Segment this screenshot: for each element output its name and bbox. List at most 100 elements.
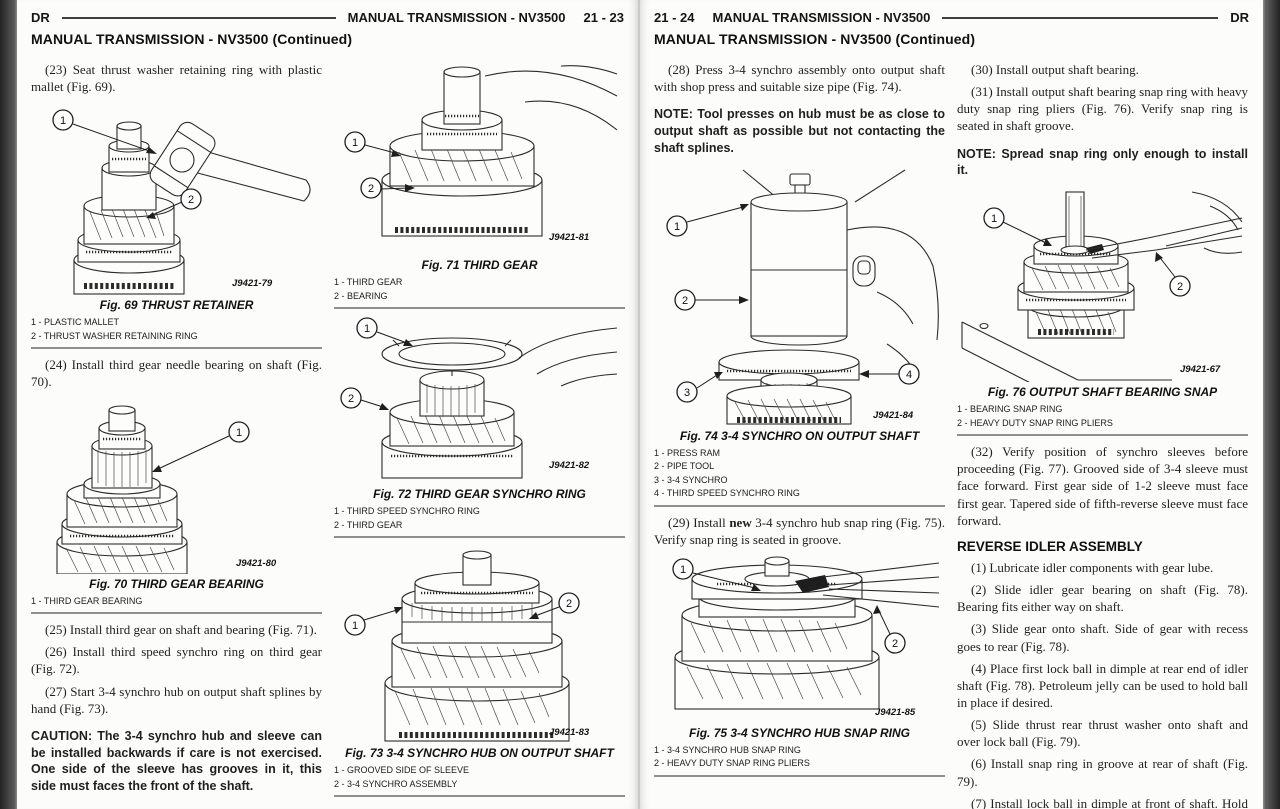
figure-legend: 1 - BEARING SNAP RING 2 - HEAVY DUTY SNA… bbox=[957, 403, 1248, 437]
idler-step-3: (3) Slide gear onto shaft. Side of gear … bbox=[957, 621, 1248, 654]
step-32: (32) Verify position of synchro sleeves … bbox=[957, 444, 1248, 528]
svg-text:1: 1 bbox=[680, 564, 686, 576]
right-page-column-2: (30) Install output shaft bearing. (31) … bbox=[957, 56, 1248, 809]
svg-text:2: 2 bbox=[566, 598, 572, 610]
page-number: 21 - 24 bbox=[654, 10, 695, 25]
svg-text:1: 1 bbox=[364, 323, 370, 335]
pliers-handles bbox=[1085, 217, 1243, 259]
step-31: (31) Install output shaft bearing snap r… bbox=[957, 84, 1248, 134]
svg-text:2: 2 bbox=[1177, 281, 1183, 293]
idler-step-2: (2) Slide idler gear bearing on shaft (F… bbox=[957, 582, 1248, 615]
svg-text:1: 1 bbox=[991, 213, 997, 225]
figure-caption: Fig. 73 3-4 SYNCHRO HUB ON OUTPUT SHAFT bbox=[345, 746, 614, 760]
legend-line: 3 - 3-4 SYNCHRO bbox=[654, 474, 728, 485]
svg-text:1: 1 bbox=[352, 137, 358, 149]
idler-step-5: (5) Slide thrust rear thrust washer onto… bbox=[957, 717, 1248, 750]
figure-code: J9421-84 bbox=[873, 410, 914, 421]
callout-1: 1 bbox=[52, 109, 157, 155]
left-page-column-2: 1 2 J9421-81 Fig. 71 THIRD GEAR 1 - THIR… bbox=[334, 56, 625, 806]
legend-line: 1 - PRESS RAM bbox=[654, 447, 721, 458]
fig69-illustration: 1 2 J9421-79 bbox=[52, 109, 311, 295]
reverse-idler-heading: REVERSE IDLER ASSEMBLY bbox=[957, 538, 1143, 554]
legend-line: 1 - 3-4 SYNCHRO HUB SNAP RING bbox=[654, 744, 801, 755]
note-text: NOTE: Tool presses on hub must be as clo… bbox=[654, 107, 945, 155]
legend-line: 2 - BEARING bbox=[334, 290, 388, 301]
svg-text:2: 2 bbox=[892, 638, 898, 650]
figure-75: 1 2 J9421-85 Fig. 75 3-4 SYNCHRO HUB SNA… bbox=[654, 553, 945, 777]
callout-2: 2 bbox=[674, 288, 749, 311]
fig70-illustration: 1 J9421-80 bbox=[56, 405, 277, 574]
page-header: DR MANUAL TRANSMISSION - NV3500 21 - 23 bbox=[31, 10, 624, 25]
legend-line: 2 - THIRD GEAR bbox=[334, 519, 403, 530]
legend-line: 1 - THIRD GEAR bbox=[334, 277, 403, 287]
callout-2: 2 bbox=[873, 604, 906, 654]
figure-code: J9421-80 bbox=[236, 558, 277, 569]
figure-legend: 1 - 3-4 SYNCHRO HUB SNAP RING 2 - HEAVY … bbox=[654, 744, 945, 777]
section-heading: MANUAL TRANSMISSION - NV3500 (Continued) bbox=[31, 31, 353, 47]
mallet-handle bbox=[189, 147, 311, 202]
figure-legend: 1 - THIRD SPEED SYNCHRO RING 2 - THIRD G… bbox=[334, 505, 625, 538]
figure-caption: Fig. 69 THRUST RETAINER bbox=[99, 298, 254, 313]
header-title: MANUAL TRANSMISSION - NV3500 bbox=[347, 10, 566, 25]
figure-code: J9421-79 bbox=[232, 278, 273, 289]
figure-76: 1 2 J9421-67 Fig. 76 OUTPUT SHAFT BEARIN… bbox=[957, 190, 1248, 437]
section-heading: MANUAL TRANSMISSION - NV3500 (Continued) bbox=[654, 31, 976, 47]
page-number: 21 - 23 bbox=[583, 10, 624, 25]
caution-text: CAUTION: The 3-4 synchro hub and sleeve … bbox=[31, 728, 322, 794]
header-rule bbox=[61, 16, 336, 19]
idler-step-6: (6) Install snap ring in groove at rear … bbox=[957, 756, 1248, 789]
step-29: (29) Install new 3-4 synchro hub snap ri… bbox=[654, 514, 945, 547]
figure-71: 1 2 J9421-81 Fig. 71 THIRD GEAR 1 - THIR… bbox=[334, 60, 625, 309]
press-base bbox=[961, 321, 1172, 383]
callout-3: 3 bbox=[676, 371, 723, 403]
book-edge-left bbox=[0, 0, 17, 809]
header-title: MANUAL TRANSMISSION - NV3500 bbox=[712, 10, 931, 25]
page-21-24: 21 - 24 MANUAL TRANSMISSION - NV3500 DR … bbox=[640, 0, 1263, 809]
svg-text:2: 2 bbox=[368, 183, 374, 195]
callout-1: 1 bbox=[356, 317, 413, 346]
figure-caption: Fig. 72 THIRD GEAR SYNCHRO RING bbox=[373, 487, 586, 501]
left-page-column-1: (23) Seat thrust washer retaining ring w… bbox=[31, 56, 322, 806]
step-26: (26) Install third speed synchro ring on… bbox=[31, 644, 322, 677]
svg-text:1: 1 bbox=[674, 221, 680, 233]
figure-legend: 1 - PLASTIC MALLET 2 - THRUST WASHER RET… bbox=[31, 316, 322, 350]
figure-74: 1 2 3 4 J9 bbox=[654, 168, 945, 507]
legend-line: 2 - HEAVY DUTY SNAP RING PLIERS bbox=[654, 758, 810, 769]
edition-code: DR bbox=[1230, 10, 1249, 25]
step-25: (25) Install third gear on shaft and bea… bbox=[45, 622, 317, 638]
svg-text:1: 1 bbox=[352, 620, 358, 632]
legend-line: 1 - THIRD GEAR BEARING bbox=[31, 595, 143, 606]
svg-text:1: 1 bbox=[60, 115, 66, 127]
pliers-jaw bbox=[1086, 244, 1104, 255]
header-rule bbox=[942, 16, 1219, 19]
callout-2: 2 bbox=[360, 177, 415, 199]
page-21-23: DR MANUAL TRANSMISSION - NV3500 21 - 23 … bbox=[17, 0, 640, 809]
step-24: (24) Install third gear needle bearing o… bbox=[31, 357, 322, 390]
callout-1: 1 bbox=[344, 607, 403, 636]
figure-69: 1 2 J9421-79 Fig. 69 THRUST RETAINER 1 -… bbox=[31, 100, 322, 350]
step-28: (28) Press 3-4 synchro assembly onto out… bbox=[654, 62, 945, 95]
edition-code: DR bbox=[31, 10, 50, 25]
fig72-illustration: 1 2 J9421-82 bbox=[340, 317, 618, 479]
callout-4: 4 bbox=[859, 362, 920, 385]
figure-caption: Fig. 71 THIRD GEAR bbox=[421, 258, 538, 272]
svg-text:2: 2 bbox=[348, 393, 354, 405]
mallet-head bbox=[149, 122, 216, 197]
legend-line: 2 - 3-4 SYNCHRO ASSEMBLY bbox=[334, 778, 458, 789]
fig73-illustration: 1 2 J9421-83 bbox=[344, 550, 590, 742]
legend-line: 2 - PIPE TOOL bbox=[654, 461, 715, 472]
svg-text:2: 2 bbox=[682, 295, 688, 307]
idler-step-1: (1) Lubricate idler components with gear… bbox=[971, 559, 1214, 575]
legend-line: 1 - GROOVED SIDE OF SLEEVE bbox=[334, 765, 470, 775]
callout-1: 1 bbox=[983, 207, 1052, 247]
figure-legend: 1 - GROOVED SIDE OF SLEEVE 2 - 3-4 SYNCH… bbox=[334, 764, 625, 797]
figure-caption: Fig. 70 THIRD GEAR BEARING bbox=[89, 576, 264, 591]
figure-code: J9421-81 bbox=[549, 232, 589, 243]
figure-legend: 1 - THIRD GEAR BEARING bbox=[31, 595, 322, 615]
callout-1: 1 bbox=[152, 420, 250, 472]
legend-line: 4 - THIRD SPEED SYNCHRO RING bbox=[654, 488, 800, 499]
book-edge-right bbox=[1263, 0, 1280, 809]
figure-code: J9421-85 bbox=[875, 707, 916, 718]
pliers-handles bbox=[822, 562, 940, 608]
figure-72: 1 2 J9421-82 Fig. 72 THIRD GEAR SYNCHRO … bbox=[334, 316, 625, 538]
